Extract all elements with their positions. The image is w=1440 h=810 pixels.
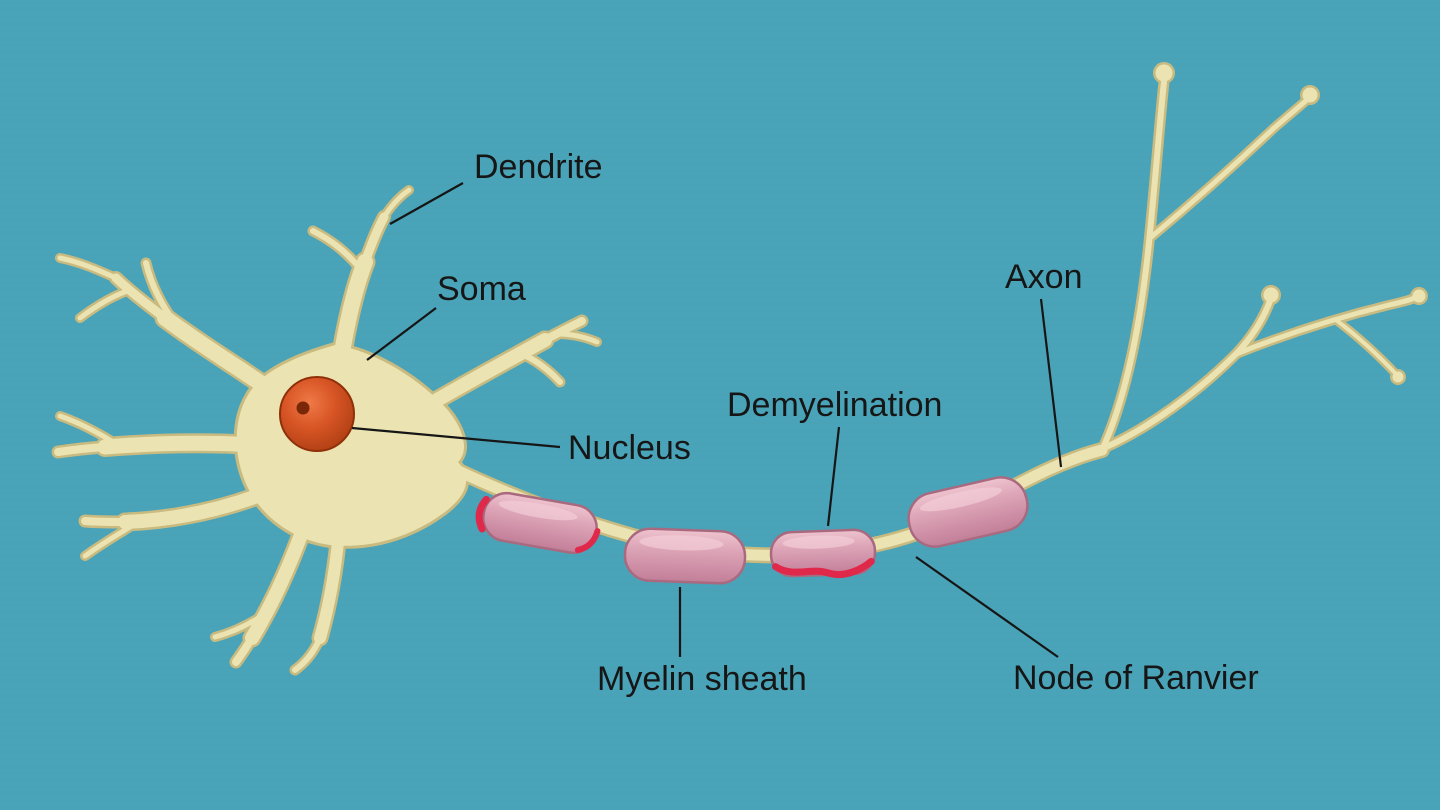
axon-pointer-line [1039,298,1063,468]
demyelination-pointer-line [826,426,841,527]
demyelination-damage [574,528,601,553]
dendrite-label: Dendrite [474,148,603,186]
terminal-bulb [1412,289,1426,303]
node-of-ranvier-label: Node of Ranvier [1013,659,1259,697]
label-soma: Soma [366,270,526,361]
nucleus-shape [279,376,355,452]
nucleolus-dot [296,401,310,415]
soma-label: Soma [437,270,526,308]
label-demyelination: Demyelination [727,386,942,527]
neuron-body-layer [58,64,1426,670]
myelin-sheath-label: Myelin sheath [597,660,807,698]
myelin-segment-3-damaged [769,528,877,579]
myelin-segment-2 [623,527,747,585]
label-axon: Axon [1005,258,1083,468]
terminal-bulb [1302,87,1318,103]
myelin-segment-1-damaged [475,491,601,555]
label-nucleus: Nucleus [351,426,691,467]
axon-terminals [1102,64,1426,450]
myelin-segment-4 [907,476,1029,548]
node-of-ranvier-pointer-line [915,556,1059,658]
nucleus-pointer-line [351,426,561,449]
terminal-bulb [1392,371,1404,383]
label-dendrite: Dendrite [389,148,603,225]
terminal-bulb [1263,287,1279,303]
axon-label: Axon [1005,258,1083,296]
soma-pointer-line [366,307,437,361]
demyelination-damage [771,557,875,579]
demyelination-damage [475,495,490,533]
terminal-bulb [1155,64,1173,82]
demyelination-label: Demyelination [727,386,942,424]
dendrite-pointer-line [389,182,464,225]
label-myelin-sheath: Myelin sheath [597,587,807,698]
nucleus-label: Nucleus [568,429,691,467]
label-node-of-ranvier: Node of Ranvier [915,556,1259,697]
